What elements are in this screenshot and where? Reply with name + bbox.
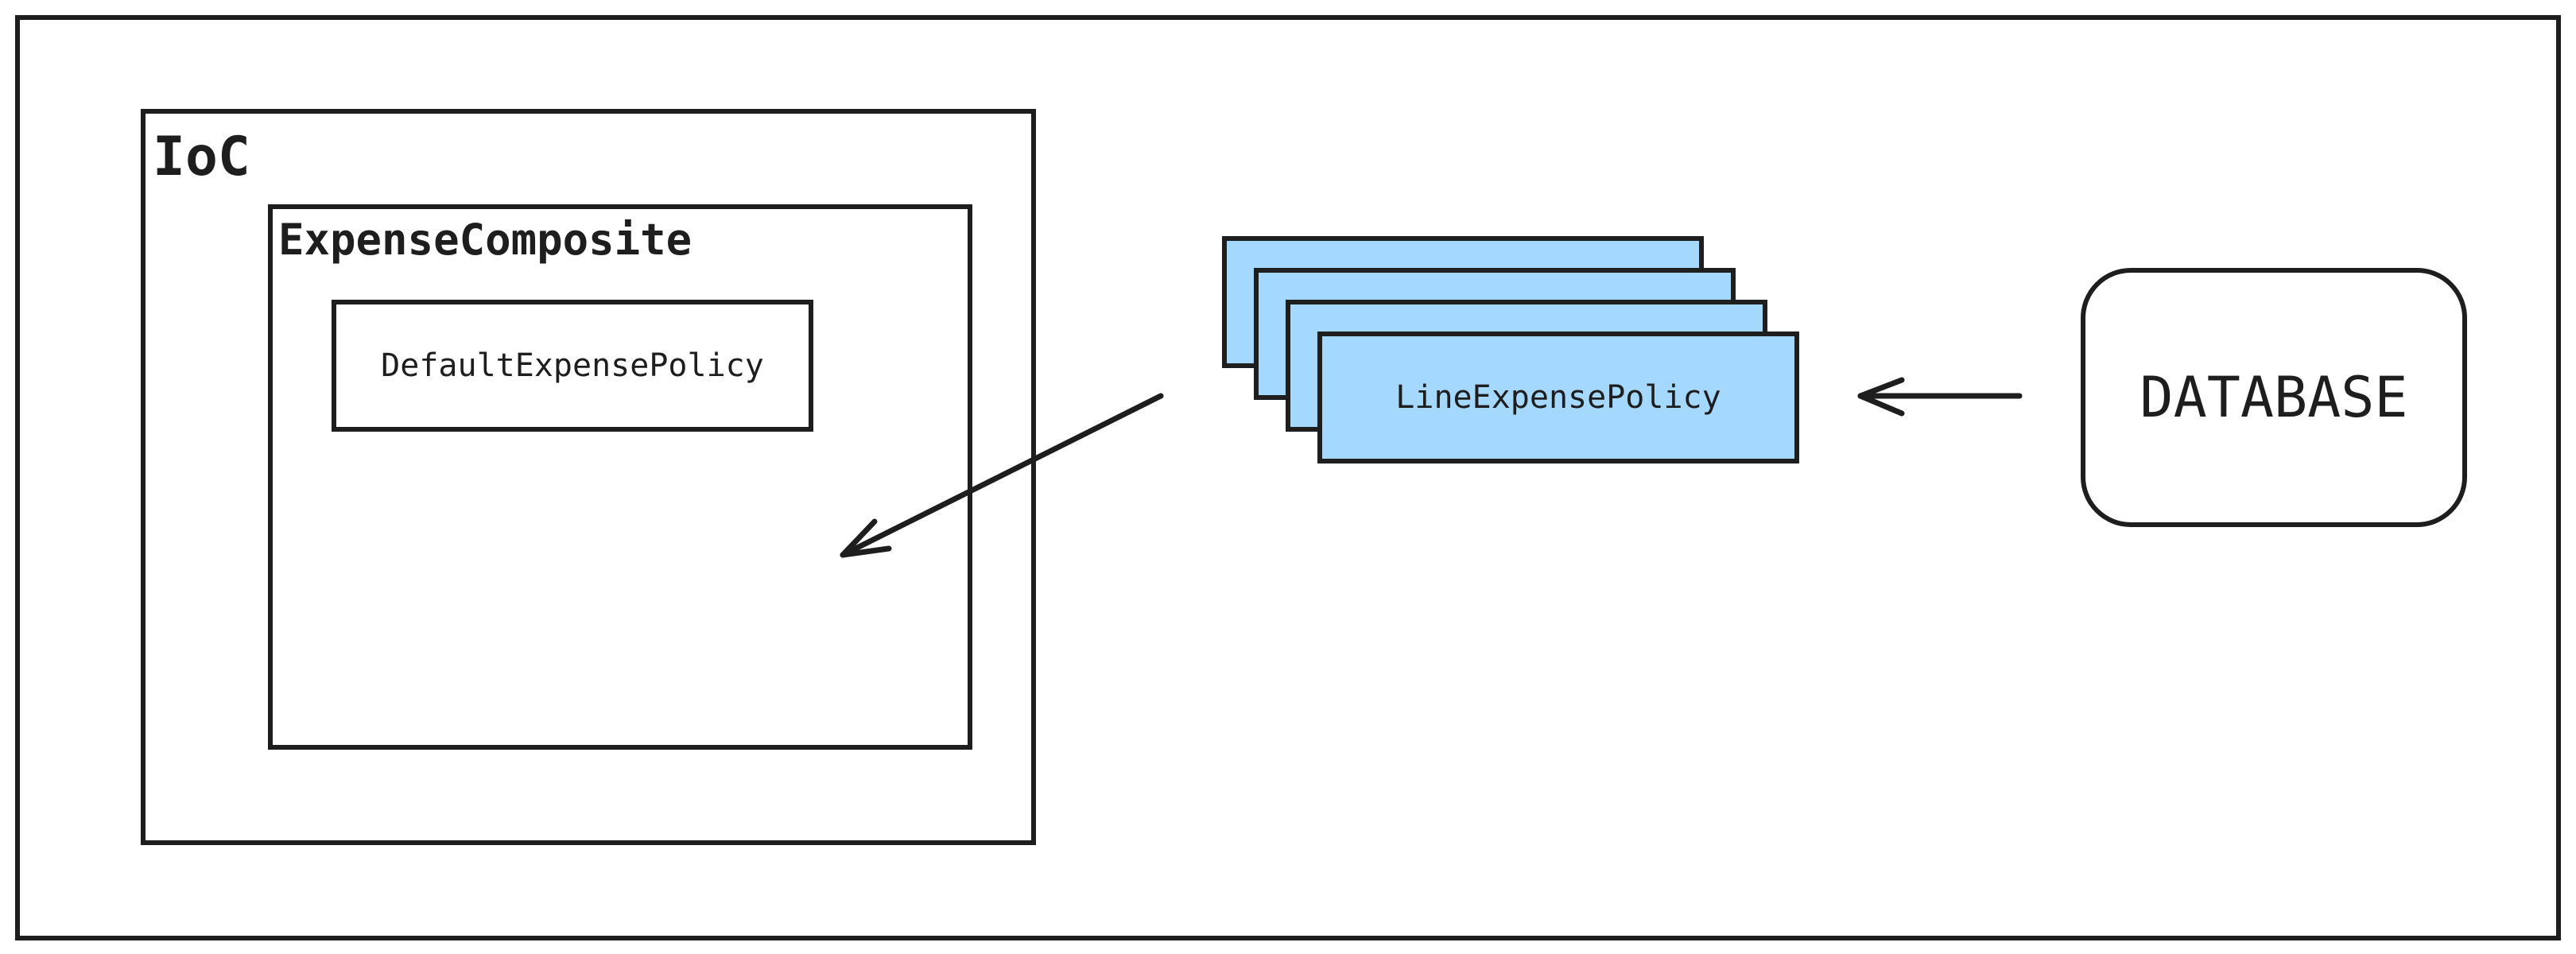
ioc-label: IoC <box>153 126 250 188</box>
default-expense-policy-label: DefaultExpensePolicy <box>381 347 764 384</box>
default-expense-policy-box <box>332 300 813 432</box>
line-expense-policy-label: LineExpensePolicy <box>1395 379 1721 416</box>
expense-composite-box <box>268 204 972 750</box>
database-label: DATABASE <box>2140 365 2407 430</box>
expense-composite-container: ExpenseComposite <box>268 204 972 750</box>
arrow-shaft <box>840 393 1164 558</box>
ioc-container: IoC <box>141 109 1036 845</box>
database-box <box>2081 268 2467 527</box>
default-expense-policy-node: DefaultExpensePolicy <box>332 300 813 432</box>
database-node: DATABASE <box>2081 268 2467 527</box>
ioc-box <box>141 109 1036 845</box>
expense-composite-label: ExpenseComposite <box>278 215 692 265</box>
arrow-head <box>1857 377 1905 417</box>
line-expense-policy-stack: LineExpensePolicy <box>1222 236 1799 463</box>
arrow-database-to-line-policy <box>1857 377 2023 417</box>
arrow-head <box>840 518 892 558</box>
arrow-line-policy-to-composite <box>840 393 1164 558</box>
outer-frame <box>15 15 2561 940</box>
line-policy-card-front <box>1317 332 1799 463</box>
